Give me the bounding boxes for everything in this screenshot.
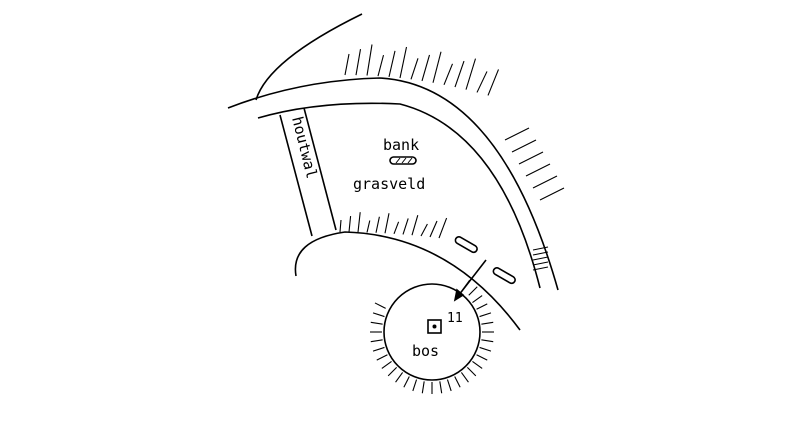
label-bench: bank	[383, 136, 419, 154]
hatch-mark	[393, 221, 400, 234]
top-path-line	[255, 13, 363, 101]
hatch-mark	[525, 163, 551, 177]
hatch-mark	[454, 376, 461, 388]
bench-symbol-3	[492, 267, 516, 285]
hatch-mark	[454, 60, 465, 88]
hatch-mark	[476, 303, 488, 310]
forest-boundary	[383, 283, 481, 381]
hatch-mark	[532, 261, 549, 266]
hatch-mark	[355, 49, 362, 76]
hatch-mark	[366, 220, 371, 233]
hatch-mark	[376, 354, 388, 361]
hatch-mark	[395, 372, 404, 383]
hatch-mark	[446, 379, 452, 392]
hatch-mark	[377, 54, 385, 77]
road-outer-edge	[227, 77, 559, 291]
hatch-mark	[479, 312, 492, 318]
hatch-mark	[481, 339, 494, 343]
viewpoint-arrow	[453, 259, 487, 302]
hedgerow-left-edge	[279, 114, 313, 237]
hatch-mark	[504, 127, 530, 141]
hatch-mark	[403, 376, 410, 388]
hatch-mark	[511, 139, 537, 153]
road-inner-edge	[257, 102, 541, 289]
hatch-mark	[374, 302, 386, 309]
hatch-mark	[421, 54, 431, 82]
hatch-mark	[472, 295, 483, 304]
marker-square-icon	[427, 319, 442, 334]
slope-hatching	[339, 44, 565, 394]
hatch-mark	[387, 366, 398, 377]
hatch-mark	[370, 339, 383, 343]
bench-symbol-2	[454, 236, 478, 254]
hatch-mark	[412, 379, 418, 392]
hatch-mark	[420, 223, 428, 237]
hatch-mark	[421, 381, 425, 394]
hatch-mark	[532, 246, 549, 251]
hatch-mark	[344, 53, 350, 76]
label-hedgerow: houtwal	[288, 115, 321, 181]
hatch-mark	[372, 346, 385, 352]
hatch-mark	[339, 219, 342, 233]
hatch-mark	[384, 213, 390, 234]
hatch-mark	[432, 51, 442, 83]
hatch-mark	[402, 218, 409, 235]
hatch-mark	[375, 216, 380, 233]
label-lawn: grasveld	[353, 175, 425, 193]
hatch-mark	[381, 360, 392, 369]
hatch-mark	[518, 151, 544, 165]
hatch-mark	[460, 372, 469, 383]
hatch-mark	[410, 58, 419, 80]
hatch-mark	[348, 215, 352, 233]
hatch-mark	[439, 381, 443, 394]
lawn-lower-boundary	[294, 231, 521, 331]
hatch-mark	[472, 360, 483, 369]
hatch-mark	[466, 366, 477, 377]
hedgerow-right-edge	[303, 107, 337, 231]
hatch-mark	[476, 354, 488, 361]
hatch-mark	[388, 50, 396, 78]
hatch-mark	[487, 69, 500, 96]
marker-number: 11	[447, 311, 463, 326]
hatch-mark	[411, 215, 419, 236]
hatch-mark	[539, 187, 565, 201]
hatch-mark	[366, 44, 373, 76]
hatch-mark	[438, 217, 448, 239]
hatch-mark	[479, 346, 492, 352]
hatch-mark	[370, 321, 383, 325]
hatch-mark	[532, 175, 558, 189]
hatch-mark	[443, 63, 454, 86]
hatch-mark	[532, 256, 549, 261]
hatch-mark	[372, 312, 385, 318]
hatch-mark	[532, 266, 549, 271]
hatch-mark	[468, 286, 478, 296]
hatch-mark	[399, 46, 408, 79]
bench-symbol	[389, 156, 417, 165]
hatch-mark	[465, 58, 477, 90]
label-forest: bos	[412, 342, 439, 360]
hatch-mark	[476, 71, 488, 93]
hatch-mark	[429, 220, 438, 238]
hatch-mark	[532, 251, 549, 256]
hatch-mark	[481, 321, 494, 325]
hatch-mark	[357, 212, 361, 233]
